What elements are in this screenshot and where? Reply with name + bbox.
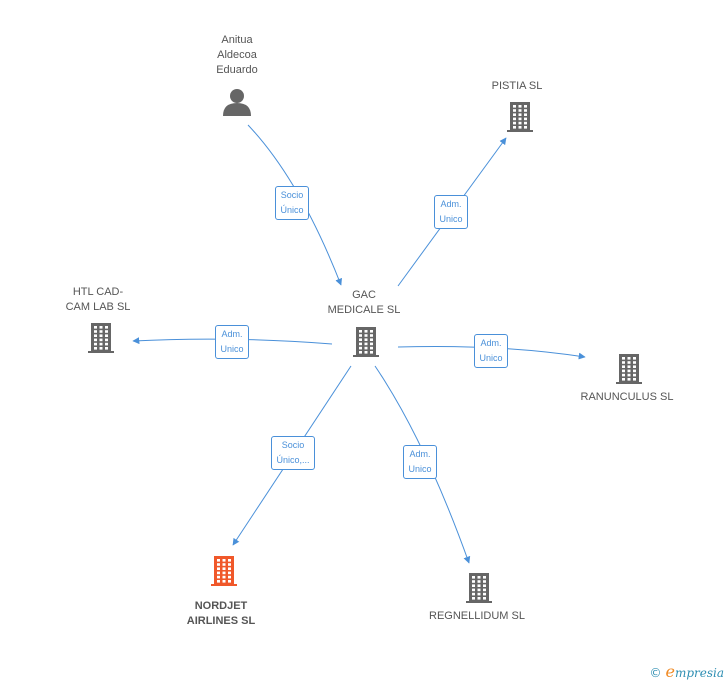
node-label-regnellidum[interactable]: REGNELLIDUM SL bbox=[429, 610, 525, 622]
htl-building-icon[interactable] bbox=[88, 323, 114, 353]
node-label-gac[interactable]: GAC MEDICALE SL bbox=[327, 289, 401, 316]
nordjet-building-icon[interactable] bbox=[211, 556, 237, 586]
edge-label-anitua-gac[interactable]: Socio Único bbox=[275, 186, 309, 220]
gac-building-icon[interactable] bbox=[353, 327, 379, 357]
node-label-nordjet[interactable]: NORDJET AIRLINES SL bbox=[186, 600, 256, 627]
ranunculus-building-icon[interactable] bbox=[616, 354, 642, 384]
empresia-logo[interactable]: ©empresia bbox=[649, 662, 724, 681]
copyright-symbol: © bbox=[649, 666, 662, 680]
edge-label-gac-pistia[interactable]: Adm. Unico bbox=[434, 195, 468, 229]
edge-label-gac-ranunculus[interactable]: Adm. Unico bbox=[474, 334, 508, 368]
node-label-pistia[interactable]: PISTIA SL bbox=[491, 79, 543, 92]
edge-label-gac-regnellidum[interactable]: Adm. Unico bbox=[403, 445, 437, 479]
regnellidum-building-icon[interactable] bbox=[466, 573, 492, 603]
node-label-htl[interactable]: HTL CAD- CAM LAB SL bbox=[65, 286, 131, 313]
node-label-anitua[interactable]: Anitua Aldecoa Eduardo bbox=[216, 33, 258, 76]
edge-label-gac-htl[interactable]: Adm. Unico bbox=[215, 325, 249, 359]
logo-initial: e bbox=[665, 662, 675, 681]
node-label-ranunculus[interactable]: RANUNCULUS SL bbox=[580, 391, 674, 403]
pistia-building-icon[interactable] bbox=[507, 102, 533, 132]
edge-label-gac-nordjet[interactable]: Socio Único,... bbox=[271, 436, 315, 470]
logo-wordmark: mpresia bbox=[674, 666, 724, 680]
anitua-person-icon[interactable] bbox=[223, 89, 251, 116]
